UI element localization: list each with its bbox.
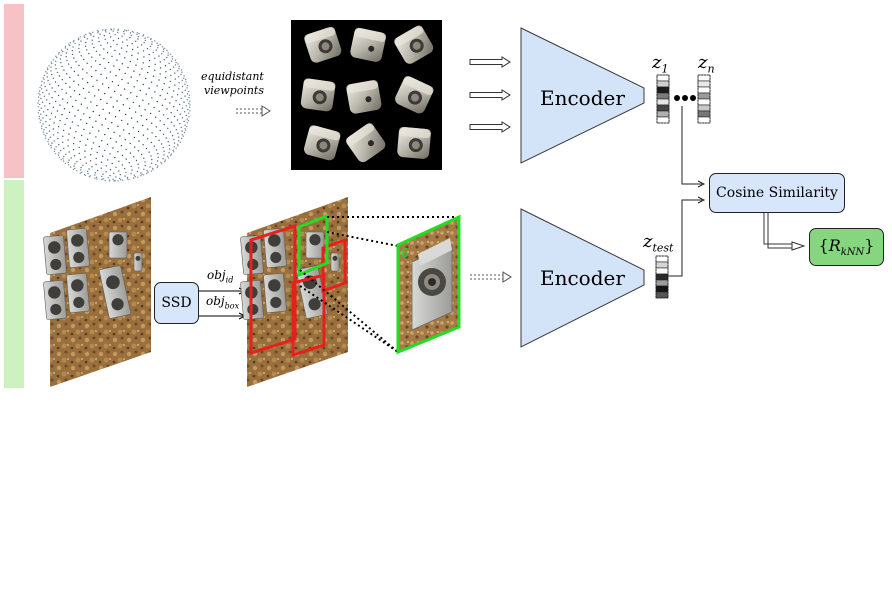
code-vector-zn (697, 74, 711, 124)
result-arrow (763, 213, 806, 251)
knn-result-label: {RkNN} (818, 235, 875, 259)
knn-result-box: {RkNN} (809, 228, 884, 266)
code-vector-ztest (655, 255, 669, 299)
code-vector-z1 (656, 74, 670, 124)
encoder-bottom-shape (520, 208, 645, 348)
online-band-bg (4, 180, 24, 388)
detection-scene-image (240, 197, 348, 387)
double-arrows-top (469, 56, 511, 133)
offline-band-bg (4, 4, 24, 178)
zn-label: zn (698, 52, 715, 76)
ztest-label: ztest (643, 231, 674, 255)
encoder-bottom-label: Encoder (540, 266, 625, 290)
dashed-arrow-viewpoints (236, 105, 271, 117)
cosine-similarity-box: Cosine Similarity (709, 173, 845, 213)
object-crop-image (396, 214, 461, 355)
viewpoints-label: viewpoints (204, 84, 264, 97)
obj-id-label: objid (207, 268, 234, 285)
encoder-top-label: Encoder (540, 86, 625, 110)
ssd-label: SSD (161, 295, 192, 311)
dashed-arrow-crop (470, 271, 512, 283)
ssd-box: SSD (154, 282, 199, 324)
encoder-top-shape (520, 27, 645, 164)
viewpoint-sphere (37, 28, 191, 182)
cosine-similarity-label: Cosine Similarity (716, 185, 838, 201)
z1-label: z1 (652, 52, 669, 76)
connector-lines (668, 106, 706, 277)
input-scene-image (43, 197, 151, 387)
equidistant-label: equidistant (201, 70, 264, 83)
rendered-views-grid (291, 20, 442, 170)
crop-number-label: 6 (401, 246, 409, 260)
ellipsis-dots (674, 95, 696, 101)
obj-box-label: objbox (206, 294, 240, 311)
crop-projection-lines (299, 216, 458, 353)
